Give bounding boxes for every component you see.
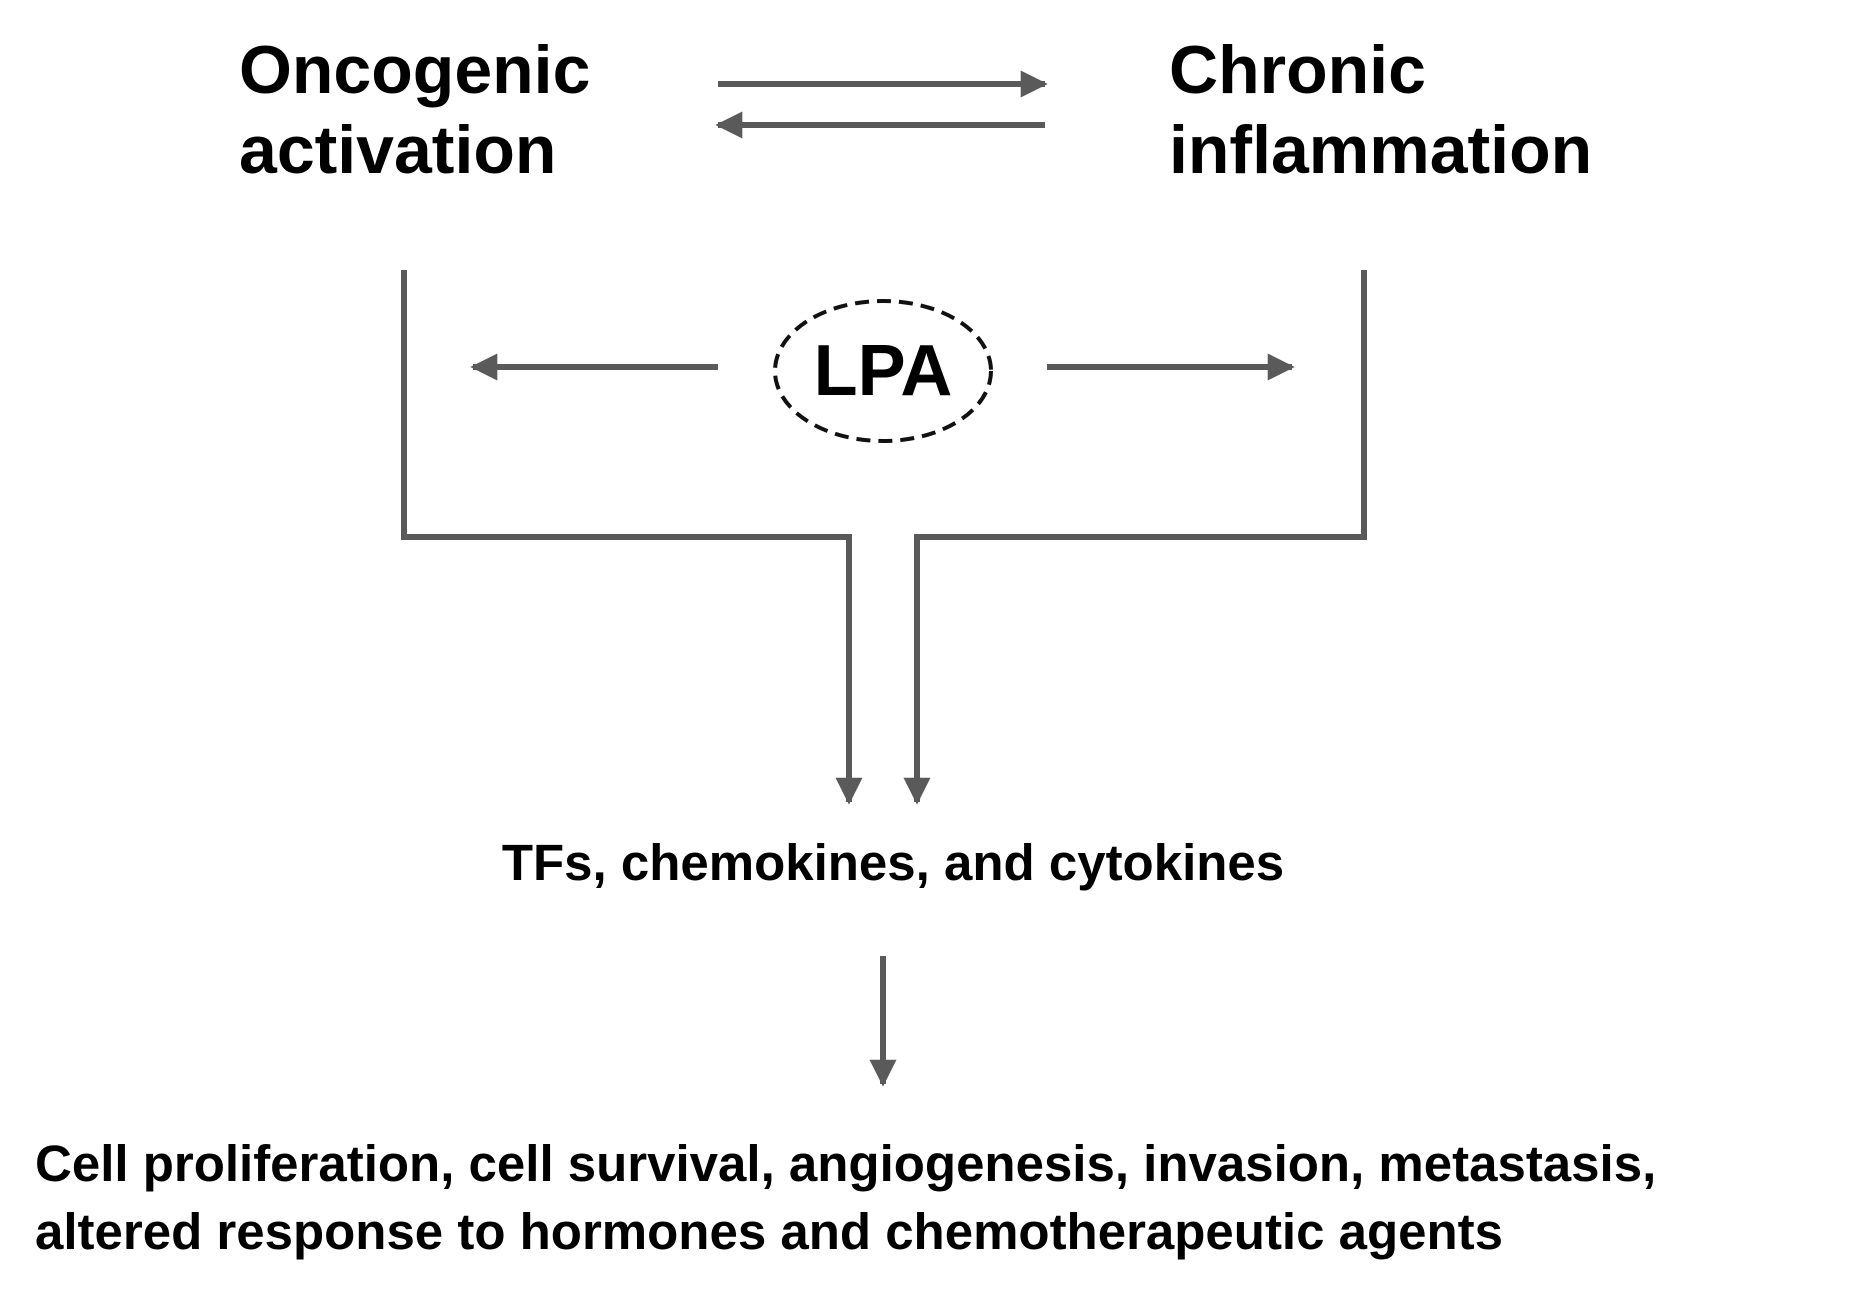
path-oncogenic-to-tfs [401, 270, 863, 805]
lpa-label: LPA [813, 331, 953, 411]
oncogenic-activation-node: Oncogenic activation [239, 30, 590, 190]
chronic-line-1: Chronic [1169, 32, 1426, 108]
path-chronic-to-tfs [903, 270, 1367, 805]
chronic-line-2: inflammation [1169, 112, 1593, 188]
tfs-chemokines-cytokines-node: TFs, chemokines, and cytokines [0, 833, 1786, 893]
oncogenic-line-2: activation [239, 112, 557, 188]
tfs-label: TFs, chemokines, and cytokines [501, 834, 1285, 891]
outcomes-line-2: altered response to hormones and chemoth… [35, 1203, 1504, 1260]
chronic-inflammation-node: Chronic inflammation [1169, 30, 1592, 190]
outcomes-node: Cell proliferation, cell survival, angio… [35, 1130, 1656, 1266]
lpa-ellipse [773, 299, 993, 443]
oncogenic-line-1: Oncogenic [239, 32, 591, 108]
outcomes-line-1: Cell proliferation, cell survival, angio… [35, 1135, 1657, 1192]
lpa-node: LPA [772, 298, 994, 444]
